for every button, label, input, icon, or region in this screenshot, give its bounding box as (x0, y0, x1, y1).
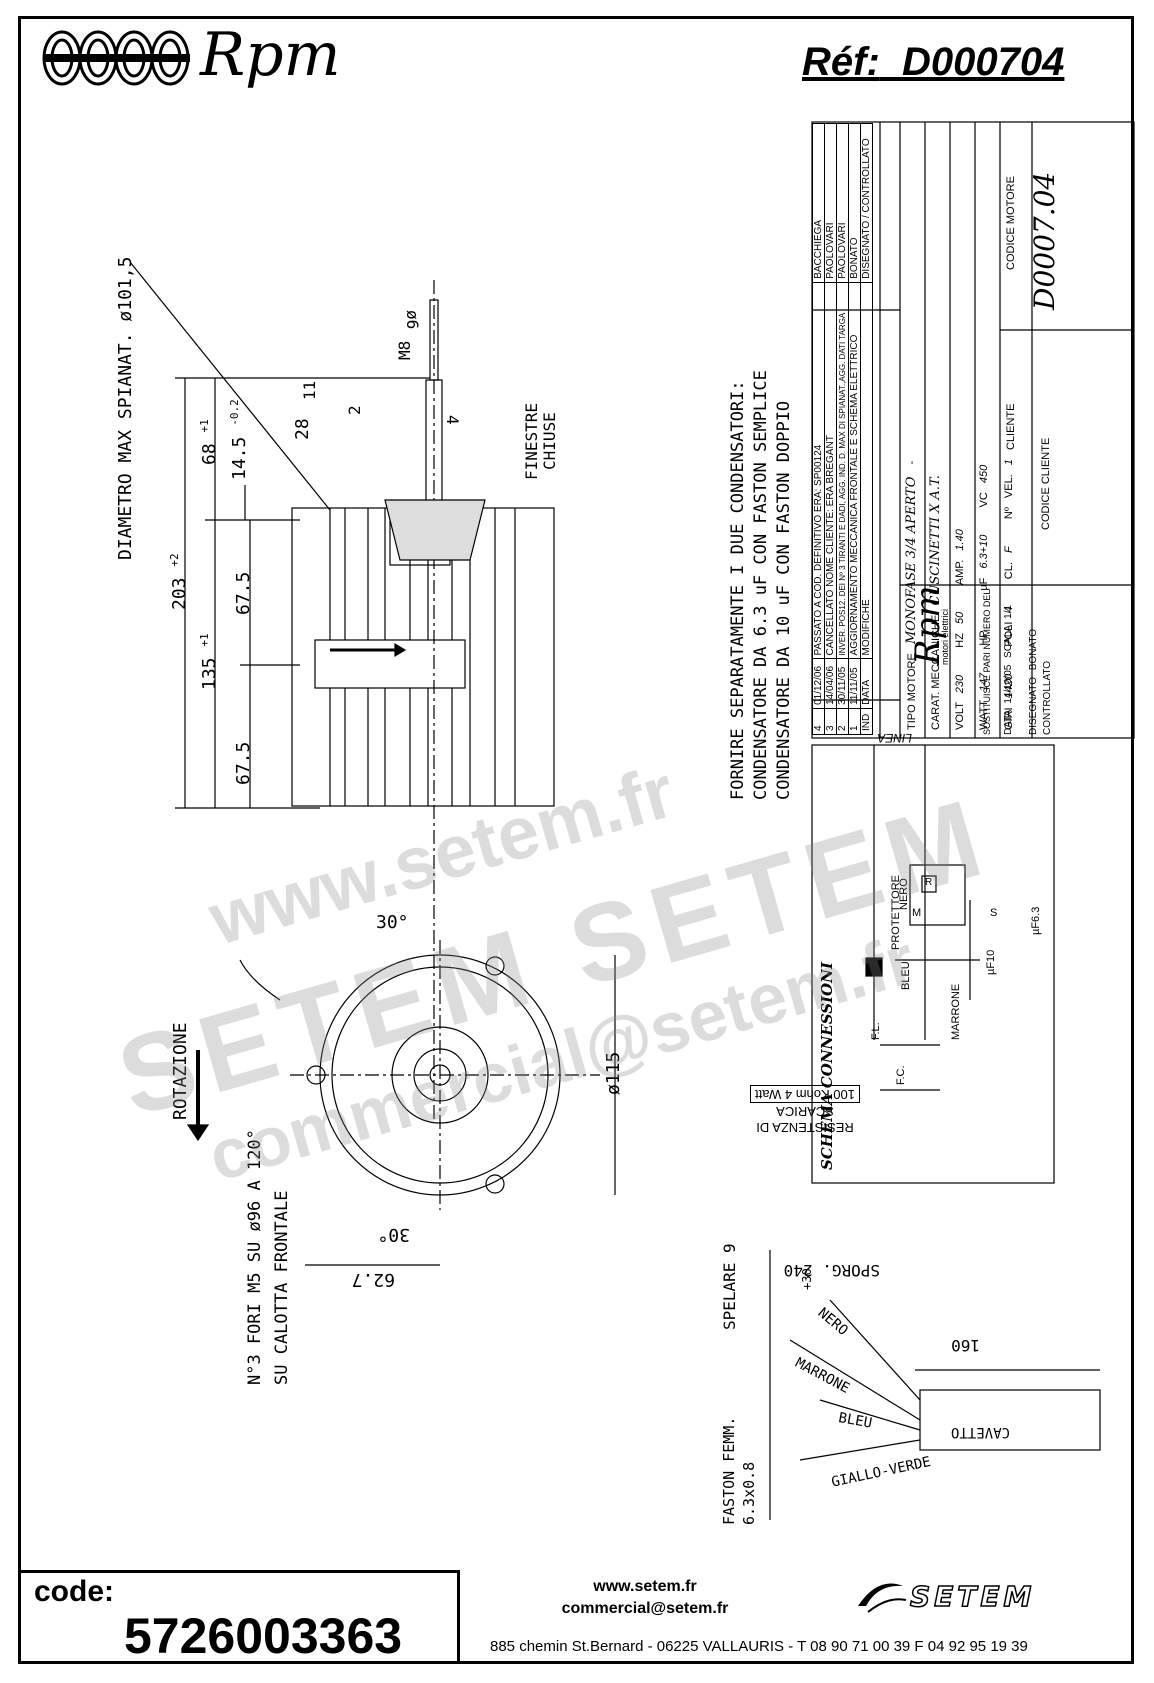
title-block (811, 121, 1135, 739)
m-label: M (912, 907, 922, 919)
ref-label: Réf: (802, 40, 880, 84)
chiuse-label: CHIUSE (540, 412, 559, 470)
dim-14-5: 14.5 -0.2 (228, 399, 250, 480)
footer-address: 885 chemin St.Bernard - 06225 VALLAURIS … (490, 1638, 1028, 1655)
dim-11: 11 (300, 380, 319, 400)
cap-6-3-label: µF6.3 (1030, 906, 1042, 935)
codice-motore-value: D0007.04 (1028, 171, 1061, 310)
dim-67-5-top: 67.5 (233, 571, 254, 615)
resistor-label: RESISTENZA DI SCARICA 100 Kohm 4 Watt (750, 1085, 860, 1135)
dim-68: 68 +1 (198, 419, 220, 465)
rpm-logo: Rpm (40, 20, 370, 98)
note-line-3: CONDENSATORE DA 10 uF CON FASTON DOPPIO (774, 400, 794, 800)
faston-line-2: 6.3x0.8 (740, 1461, 758, 1525)
r-label: R (925, 877, 933, 888)
cliente-label: CLIENTE (1005, 403, 1017, 450)
dim-m8: M8 (395, 340, 414, 360)
data-row: DATA 14/10/05 SCALA 1/1 (1003, 604, 1014, 735)
code-label: code: (34, 1575, 115, 1608)
wiring-schema-frame (811, 744, 1055, 1184)
brand-name: Rpm (200, 20, 341, 90)
dim-135: 135 +1 (198, 633, 220, 690)
cap-10-label: µF10 (985, 949, 997, 975)
controllato-label: CONTROLLATO (1042, 660, 1053, 735)
sporg-label: SPORG. 240 (783, 1261, 880, 1280)
setem-logo: SETEM (858, 1579, 1032, 1614)
fl-label: F.L. (870, 1022, 882, 1040)
dim-67-5-bottom: 67.5 (233, 741, 254, 785)
dim-4: 4 (443, 415, 462, 425)
dim-diam-max: DIAMETRO MAX SPIANAT. ø101,5 (115, 256, 136, 560)
linea-label: LINEA (877, 731, 912, 745)
dim-203: 203 +2 (168, 553, 190, 610)
cable-160: 160 (951, 1336, 980, 1355)
note-line-2: CONDENSATORE DA 6.3 uF CON FASTON SEMPLI… (751, 370, 771, 800)
footer-website[interactable]: www.setem.fr (593, 1578, 697, 1595)
codice-motore-label: CODICE MOTORE (1005, 176, 1017, 270)
spelare-label: SPELARE 9 (720, 1243, 739, 1330)
volt-row: VOLT 230 HZ 50 AMP. 1.40 (954, 529, 966, 730)
faston-line-1: FASTON FEMM. (720, 1416, 738, 1525)
finestre-label: FINESTRE (522, 402, 541, 480)
sporg-tol: +30 (800, 1268, 814, 1290)
wire-marrone: MARRONE (950, 983, 962, 1040)
disegnato-row: DISEGNATO BONATO (1028, 628, 1039, 735)
angle-bottom: 30° (377, 1224, 410, 1245)
setem-swirl-icon (858, 1583, 907, 1613)
s-label: S (990, 907, 998, 919)
sostituisce-label: SOSTITUISCE PARI NUMERO DEL (982, 589, 992, 735)
fc-label: F.C. (895, 1065, 907, 1085)
cable-cavetto: CAVETTO (950, 1424, 1010, 1440)
dim-shaft: ø6 (403, 310, 422, 330)
code-box: code: 5726003363 (20, 1570, 460, 1664)
codice-cliente-label: CODICE CLIENTE (1040, 437, 1052, 530)
title-block-brand-sub: motori elettrici (940, 608, 950, 665)
dim-62-7: 62.7 (351, 1269, 395, 1290)
angle-top: 30° (376, 912, 409, 933)
fori-line-2: SU CALOTTA FRONTALE (272, 1190, 292, 1385)
reference: Réf: D000704 (802, 40, 1064, 85)
footer-email[interactable]: commercial@setem.fr (561, 1600, 729, 1617)
note-line-1: FORNIRE SEPARATAMENTE I DUE CONDENSATORI… (728, 380, 748, 800)
dim-2: 2 (345, 405, 364, 415)
capacitor-notes: FORNIRE SEPARATAMENTE I DUE CONDENSATORI… (727, 370, 796, 800)
rpm-coil-icon (42, 30, 190, 86)
setem-logo-text: SETEM (909, 1579, 1036, 1614)
ref-value: D000704 (902, 40, 1065, 84)
dim-28: 28 (292, 418, 313, 440)
code-value: 5726003363 (124, 1608, 403, 1664)
page-frame (18, 16, 1134, 1664)
